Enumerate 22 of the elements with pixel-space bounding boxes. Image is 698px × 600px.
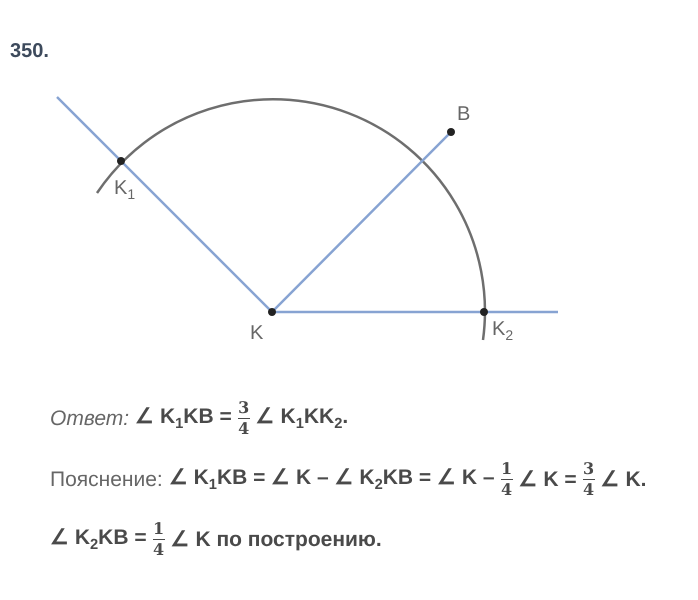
- point-label: K$_{2}$: [492, 318, 514, 343]
- point-label: K$_{1}$: [114, 177, 136, 202]
- fraction-numerator: 3: [583, 461, 594, 477]
- fraction-denominator: 4: [583, 482, 594, 498]
- formula-text: ∠ K$_{1}$KB =: [135, 404, 232, 433]
- point-label: B: [457, 103, 470, 126]
- formula-text: ∠ K =: [518, 467, 577, 492]
- fraction-denominator: 4: [153, 542, 164, 558]
- problem-number: 350.: [10, 40, 49, 63]
- point-label: K: [250, 322, 264, 345]
- fraction-numerator: 3: [238, 400, 250, 416]
- fraction-denominator: 4: [500, 482, 512, 498]
- explanation-label: Пояснение:: [50, 468, 163, 492]
- formula-text: ∠ K$_{1}$KK$_{2}$.: [256, 404, 348, 433]
- formula-text: ∠ K.: [600, 467, 646, 492]
- formula-text: ∠ K$_{2}$KB =: [50, 525, 147, 554]
- answer-label: Ответ:: [50, 406, 130, 430]
- formula-text: ∠ K$_{1}$KB = ∠ K – ∠ K$_{2}$KB = ∠ K –: [168, 465, 495, 494]
- formula-text: ∠ K по построению.: [170, 527, 382, 552]
- fraction-denominator: 4: [238, 421, 250, 437]
- fraction-numerator: 1: [153, 521, 164, 537]
- fraction-numerator: 1: [500, 461, 512, 477]
